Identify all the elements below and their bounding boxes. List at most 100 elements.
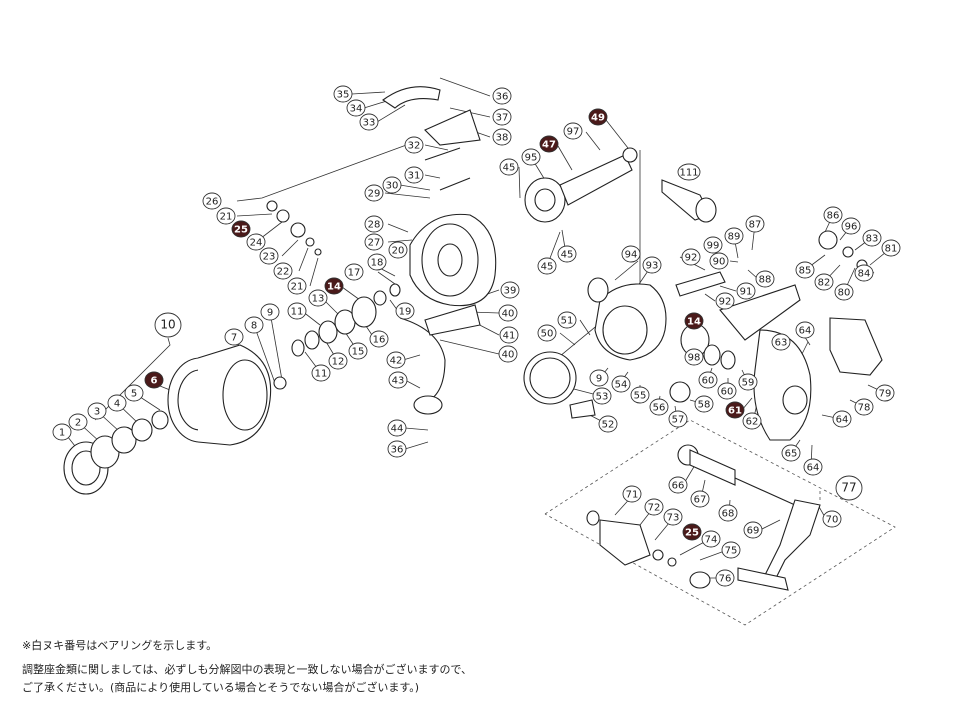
callout-label: 50 [541, 329, 554, 340]
callout-label: 72 [648, 503, 661, 514]
callout-label: 62 [746, 417, 759, 428]
callout-circle [348, 342, 368, 360]
callout-label: 51 [561, 316, 574, 327]
callout-label: 66 [672, 481, 685, 492]
callout-63: 63 [771, 333, 791, 351]
callout-circle [677, 163, 701, 181]
callout-label: 28 [368, 220, 381, 231]
callout-52: 52 [598, 415, 618, 433]
callout-circle [367, 253, 387, 271]
callout-label: 31 [408, 171, 421, 182]
callout-circle [224, 328, 244, 346]
callout-label: 64 [799, 326, 812, 337]
callout-38: 38 [492, 128, 512, 146]
callout-label: 77 [841, 481, 856, 495]
callout-circle [875, 384, 895, 402]
callout-97: 97 [563, 122, 583, 140]
callout-label: 111 [679, 168, 698, 179]
callout-73: 73 [663, 508, 683, 526]
callout-circle [382, 176, 402, 194]
callout-label: 25 [685, 528, 699, 539]
callout-circle [344, 263, 364, 281]
callout-circle [742, 412, 762, 430]
callout-circle [144, 371, 164, 389]
callout-circle [834, 283, 854, 301]
callout-label: 52 [602, 420, 615, 431]
callout-circle [611, 375, 631, 393]
leader-lines [63, 77, 892, 579]
callout-circle [324, 277, 344, 295]
callout-19: 19 [395, 302, 415, 320]
callout-58: 58 [694, 395, 714, 413]
callout-circle [68, 413, 88, 431]
callout-label: 45 [541, 262, 554, 273]
callout-56: 56 [649, 398, 669, 416]
callout-label: 90 [713, 257, 726, 268]
callout-circle [537, 324, 557, 342]
callout-25-bearing: 25 [231, 220, 251, 238]
callout-circle [216, 207, 236, 225]
callout-label: 83 [866, 234, 879, 245]
callout-circle [598, 415, 618, 433]
callout-circle [244, 316, 264, 334]
callout-39: 39 [500, 281, 520, 299]
callout-circle [698, 371, 718, 389]
callout-30: 30 [382, 176, 402, 194]
callout-label: 16 [373, 335, 386, 346]
callout-5: 5 [124, 384, 144, 402]
callout-111: 111 [677, 163, 701, 181]
callout-53: 53 [592, 387, 612, 405]
callout-circle [663, 508, 683, 526]
callout-circle [202, 192, 222, 210]
callout-label: 27 [368, 238, 381, 249]
callout-75: 75 [721, 541, 741, 559]
callout-86: 86 [823, 206, 843, 224]
callout-circle [644, 498, 664, 516]
callout-40: 40 [498, 304, 518, 322]
callout-label: 22 [277, 267, 290, 278]
callout-label: 58 [698, 400, 711, 411]
callout-label: 35 [337, 90, 350, 101]
callout-21: 21 [287, 277, 307, 295]
callout-circle [388, 371, 408, 389]
callout-circle [755, 270, 775, 288]
callout-28: 28 [364, 215, 384, 233]
callout-57: 57 [668, 410, 688, 428]
callout-label: 80 [838, 288, 851, 299]
callout-82: 82 [814, 273, 834, 291]
callout-label: 17 [348, 268, 361, 279]
callout-83: 83 [862, 229, 882, 247]
callout-50: 50 [537, 324, 557, 342]
callout-label: 38 [496, 133, 509, 144]
callout-22: 22 [273, 262, 293, 280]
callout-circle [718, 504, 738, 522]
callout-circle [694, 395, 714, 413]
callout-circle [717, 382, 737, 400]
callout-circle [589, 369, 609, 387]
callout-circle [684, 348, 704, 366]
callout-6-bearing: 6 [144, 371, 164, 389]
callout-80: 80 [834, 283, 854, 301]
callout-64: 64 [832, 410, 852, 428]
callout-label: 74 [705, 535, 718, 546]
callout-21: 21 [216, 207, 236, 225]
callout-label: 78 [858, 403, 871, 414]
callout-label: 21 [291, 282, 304, 293]
callout-62: 62 [742, 412, 762, 430]
callout-36: 36 [387, 440, 407, 458]
callout-12: 12 [328, 352, 348, 370]
callout-circle [87, 402, 107, 420]
callout-71: 71 [622, 485, 642, 503]
callout-9: 9 [260, 303, 280, 321]
callout-label: 76 [719, 574, 732, 585]
callout-circle [499, 158, 519, 176]
callout-60: 60 [698, 371, 718, 389]
callout-circle [668, 476, 688, 494]
callout-15: 15 [348, 342, 368, 360]
callout-circle [333, 85, 353, 103]
callout-circle [364, 184, 384, 202]
callout-circle [649, 398, 669, 416]
callout-label: 92 [685, 253, 698, 264]
callout-label: 96 [845, 222, 858, 233]
callout-circle [862, 229, 882, 247]
